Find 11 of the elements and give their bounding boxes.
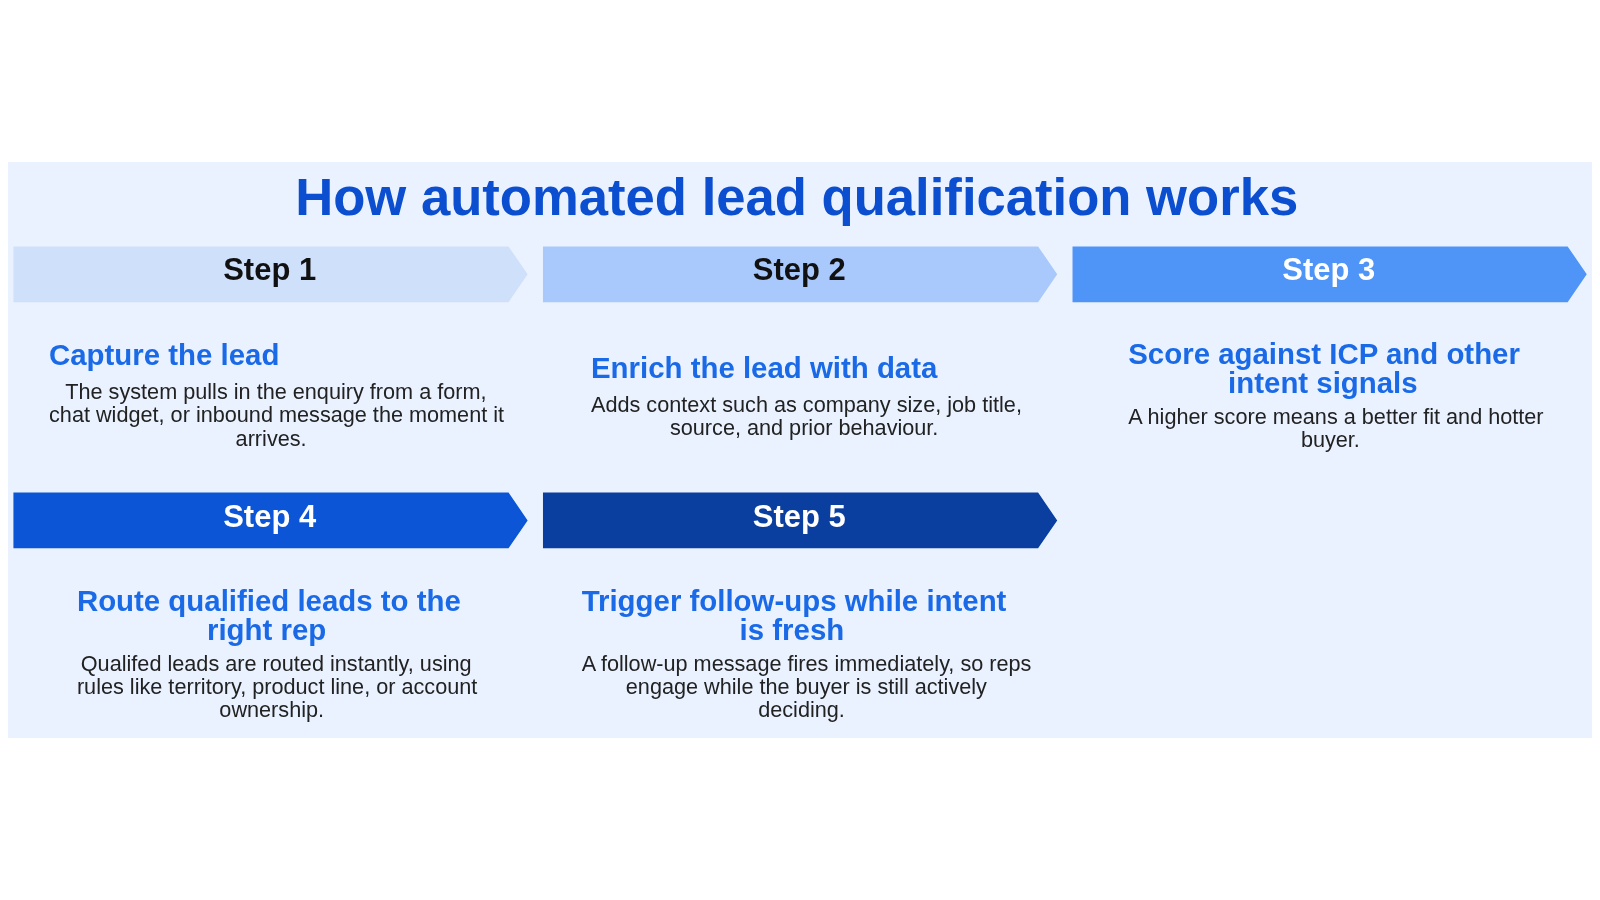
diagram-title: How automated lead qualification works: [295, 166, 1299, 226]
node-label: Qualifed leads are routed instantly, using rules like territory, product line, or account ownership.: [76, 650, 478, 723]
node-label: Adds context such as company size, job title, source, and prior behaviour.: [590, 391, 1022, 440]
node-label: Capture the lead: [49, 338, 280, 372]
node-label: The system pulls in the enquiry from a form, chat widget, or inbound message the moment it arrives.: [49, 379, 505, 451]
node-label: Trigger follow-ups while intent is fresh: [581, 583, 1007, 646]
node-label: Enrich the lead with data: [590, 350, 938, 384]
node-label: Route qualified leads to the right rep: [76, 583, 461, 646]
node-label: Score against ICP and other intent signals: [1128, 336, 1520, 400]
node-label: A follow-up message fires immediately, so reps engage while the buyer is still actively deciding.: [581, 650, 1032, 723]
node-label: A higher score means a better fit and hotter buyer.: [1128, 403, 1544, 453]
